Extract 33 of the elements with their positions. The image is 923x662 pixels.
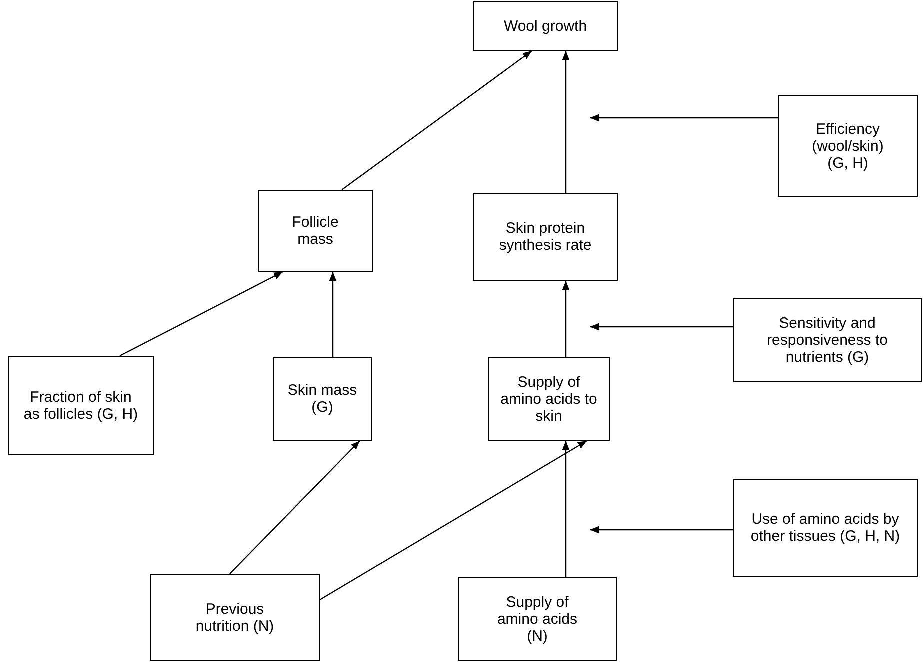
arrow (342, 50, 532, 190)
arrow (329, 272, 337, 357)
box-label: Supply of amino acids to skin (500, 374, 598, 424)
box-label: Wool growth (502, 18, 588, 34)
process-box (258, 190, 373, 272)
process-box (733, 479, 918, 577)
box-label: Previous nutrition (N) (194, 600, 276, 634)
box-label: Skin mass (G) (286, 382, 358, 416)
arrow (590, 114, 778, 122)
box-label: Use of amino acids by other tissues (G, H, N) (750, 511, 902, 545)
process-box (273, 357, 372, 441)
process-box (778, 95, 918, 197)
process-box (150, 574, 320, 661)
process-box (8, 356, 154, 455)
box-label: Skin protein synthesis rate (498, 220, 593, 254)
arrow (562, 281, 570, 357)
box-label: Fraction of skin as follicles (G, H) (24, 388, 138, 422)
arrow (562, 441, 570, 577)
box-label: Follicle mass (291, 214, 340, 248)
process-box (473, 1, 618, 51)
process-box (473, 193, 618, 281)
process-box (733, 298, 922, 382)
box-label: Supply of amino acids (N) (496, 594, 579, 644)
arrow (230, 440, 360, 574)
process-box (488, 357, 610, 441)
arrow (590, 323, 733, 331)
arrow (320, 440, 588, 601)
arrow (120, 271, 284, 357)
box-label: Sensitivity and responsiveness to nutrients (G) (766, 314, 889, 366)
arrow (562, 51, 570, 193)
process-box (458, 577, 617, 661)
arrow (590, 526, 733, 534)
box-label: Efficiency (wool/skin) (G, H) (811, 120, 885, 172)
